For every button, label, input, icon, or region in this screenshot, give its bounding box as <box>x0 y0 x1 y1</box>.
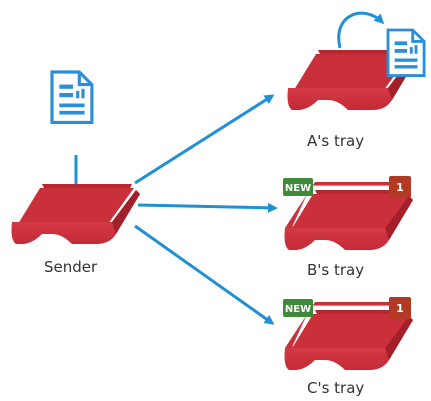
c-tray-icon <box>284 302 413 370</box>
b-tray-label: B's tray <box>307 261 365 279</box>
count-badge: 1 <box>389 297 411 319</box>
new-badge: NEW <box>283 178 313 196</box>
b-tray-icon <box>284 182 413 250</box>
svg-text:1: 1 <box>396 302 404 315</box>
document-icon <box>386 28 426 78</box>
sender-tray-icon <box>11 184 140 244</box>
svg-text:NEW: NEW <box>285 183 311 194</box>
a-tray-label: A's tray <box>307 132 365 150</box>
new-badge: NEW <box>283 299 313 317</box>
arrow-sender-to-c <box>134 224 275 325</box>
arrow-sender-to-b <box>137 202 278 213</box>
svg-text:1: 1 <box>396 181 404 194</box>
document-icon <box>50 70 94 124</box>
arrow-sender-to-a <box>134 94 275 185</box>
c-tray-label: C's tray <box>307 379 365 397</box>
svg-text:NEW: NEW <box>285 304 311 315</box>
sender-label: Sender <box>44 258 98 276</box>
curved-arrow-icon <box>337 11 385 49</box>
count-badge: 1 <box>389 176 411 198</box>
